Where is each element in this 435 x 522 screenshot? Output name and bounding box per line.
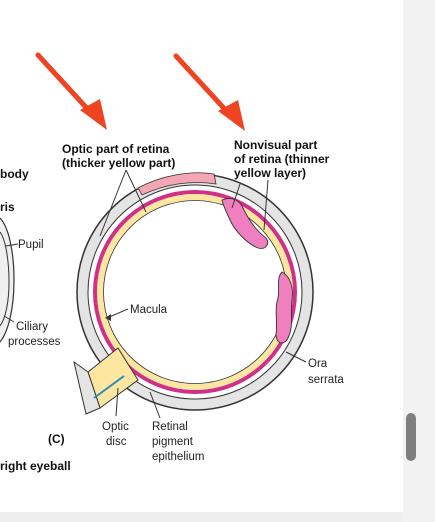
nonvisual-retina-fold xyxy=(221,198,269,249)
label-panel-letter: (C) xyxy=(48,432,65,446)
label-iris-fragment: ris xyxy=(0,200,15,214)
leader-lines xyxy=(3,169,307,419)
label-ora-line1: Ora xyxy=(308,358,328,370)
label-optic-part-line2: (thicker yellow part) xyxy=(62,156,175,170)
label-nonvisual-line1: Nonvisual part xyxy=(234,138,317,152)
label-rpe-line2: pigment xyxy=(152,436,194,448)
label-optic-disc-line2: disc xyxy=(106,436,127,448)
label-ciliary-line1: Ciliary xyxy=(16,321,48,333)
label-optic-part-line1: Optic part of retina xyxy=(62,142,170,156)
scrollbar-thumb[interactable] xyxy=(406,413,416,461)
label-nonvisual-line3: yellow layer) xyxy=(234,166,306,180)
label-rpe-line3: epithelium xyxy=(152,451,204,463)
label-nonvisual-line2: of retina (thinner xyxy=(234,152,330,166)
sclera-pink-band xyxy=(137,172,217,196)
retina-layers xyxy=(93,190,297,394)
label-ciliary-line2: processes xyxy=(8,336,61,348)
lens-ciliary-fragment xyxy=(0,217,15,343)
label-body-fragment: body xyxy=(0,167,29,181)
label-macula: Macula xyxy=(130,304,168,316)
diagram-page: body ris Pupil Ciliary processes (C) rig… xyxy=(0,0,403,522)
label-caption-fragment: right eyeball xyxy=(0,459,71,473)
label-pupil: Pupil xyxy=(18,239,44,251)
bottom-strip xyxy=(0,512,403,522)
ora-serrata-fold xyxy=(275,271,293,344)
eyeball-diagram: body ris Pupil Ciliary processes (C) rig… xyxy=(0,52,344,473)
red-arrow-left xyxy=(35,52,107,130)
red-arrow-right xyxy=(173,53,245,131)
optic-nerve xyxy=(73,347,139,415)
label-rpe-line1: Retinal xyxy=(152,421,188,433)
label-optic-disc-line1: Optic xyxy=(102,421,129,433)
label-ora-line2: serrata xyxy=(308,374,344,386)
